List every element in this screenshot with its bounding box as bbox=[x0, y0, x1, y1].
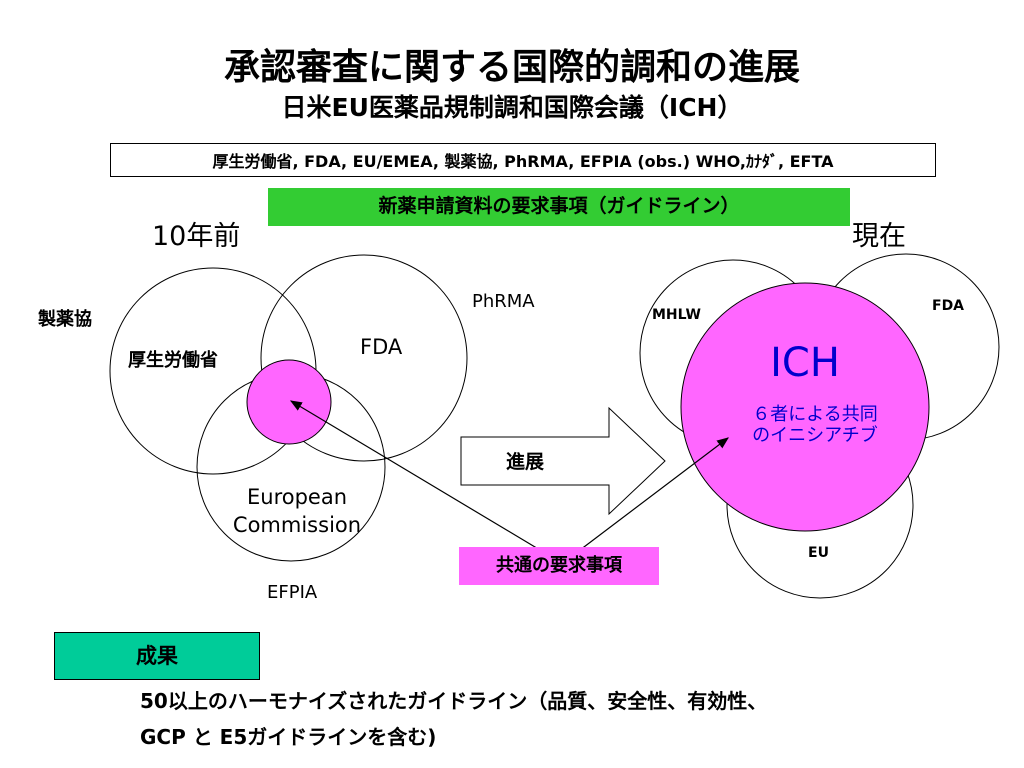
progress-arrow bbox=[460, 406, 666, 516]
ich-description-line1: ６者による共同 bbox=[752, 404, 878, 425]
efpia-label: EFPIA bbox=[267, 582, 318, 603]
guideline-banner: 新薬申請資料の要求事項（ガイドライン） bbox=[268, 188, 850, 226]
past-ec-label-line2: Commission bbox=[232, 513, 362, 537]
progress-label: 進展 bbox=[506, 451, 545, 473]
ich-description-line2: のイニシアチブ bbox=[752, 425, 878, 446]
present-eu-label: EU bbox=[808, 545, 829, 561]
result-label-box: 成果 bbox=[54, 632, 260, 680]
past-fda-label: FDA bbox=[360, 335, 403, 359]
past-overlap-circle bbox=[246, 359, 332, 445]
common-requirements-box: 共通の要求事項 bbox=[459, 547, 659, 585]
pointer-to-past-overlap bbox=[289, 400, 541, 551]
page-title: 承認審査に関する国際的調和の進展 bbox=[223, 47, 800, 88]
past-mhlw-label: 厚生労働省 bbox=[128, 350, 218, 371]
page-subtitle: 日米EU医薬品規制調和国際会議（ICH） bbox=[281, 93, 743, 122]
past-ec-label: European Commission bbox=[227, 483, 367, 539]
result-text: 50以上のハーモナイズされたガイドライン（品質、安全性、有効性、 GCP と E… bbox=[140, 683, 767, 755]
present-fda-label: FDA bbox=[932, 298, 965, 314]
past-fda-circle bbox=[260, 254, 468, 462]
present-mhlw-label: MHLW bbox=[652, 307, 701, 323]
ich-label: ICH bbox=[770, 340, 840, 386]
result-text-line1: 50以上のハーモナイズされたガイドライン（品質、安全性、有効性、 bbox=[140, 689, 768, 713]
present-label: 現在 bbox=[852, 221, 906, 252]
past-ec-label-line1: European bbox=[246, 485, 348, 509]
jpma-label: 製薬協 bbox=[38, 309, 92, 330]
ich-circle bbox=[680, 282, 930, 532]
members-box: 厚生労働省, FDA, EU/EMEA, 製薬協, PhRMA, EFPIA (… bbox=[110, 143, 936, 177]
pointer-to-ich bbox=[579, 437, 729, 551]
result-text-line2: GCP と E5ガイドラインを含む) bbox=[140, 725, 437, 749]
phrma-label: PhRMA bbox=[472, 291, 535, 312]
ich-description: ６者による共同 のイニシアチブ bbox=[735, 404, 895, 446]
past-label: 10年前 bbox=[152, 221, 241, 252]
